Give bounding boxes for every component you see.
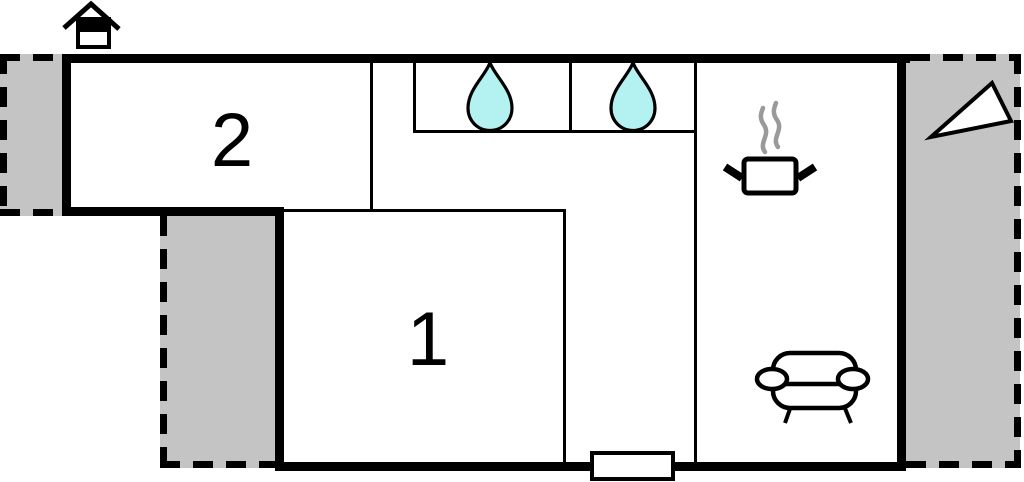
partition-bathroom-bottom bbox=[413, 130, 697, 133]
partition-bathroom-left bbox=[413, 63, 416, 133]
triangle-marker-icon bbox=[924, 79, 1014, 141]
partition-bathroom-divider bbox=[569, 63, 572, 133]
room-label-2: 2 bbox=[210, 98, 254, 183]
partition-room1-top bbox=[284, 209, 566, 212]
terrace-middle-dashed-edge-bottom bbox=[160, 461, 276, 468]
steam-icon bbox=[771, 100, 782, 150]
terrace-left-dashed-edge-bottom bbox=[0, 209, 62, 216]
partition-room1-right bbox=[563, 209, 566, 462]
water-drop-icon-1 bbox=[466, 61, 514, 132]
room-label-1: 1 bbox=[406, 297, 450, 382]
wall-exterior-right bbox=[897, 54, 906, 471]
terrace-left-dashed-edge-top bbox=[0, 54, 62, 61]
partition-livingroom-left bbox=[694, 63, 697, 462]
steam-icon bbox=[758, 105, 769, 155]
terrace-right-dashed-edge-right bbox=[1014, 54, 1021, 468]
wall-exterior-top bbox=[62, 54, 910, 63]
terrace-middle bbox=[160, 216, 275, 468]
terrace-middle-dashed-edge-left bbox=[160, 216, 167, 468]
terrace-right-dashed-edge-bottom bbox=[906, 461, 1020, 468]
partition-room2-right bbox=[370, 63, 373, 212]
water-drop-icon-2 bbox=[609, 61, 657, 132]
sofa-icon bbox=[754, 350, 871, 424]
cooking-pot-icon bbox=[722, 100, 818, 196]
terrace-left bbox=[0, 54, 62, 216]
terrace-left-dashed-edge-left bbox=[0, 54, 7, 216]
wall-room1-left bbox=[275, 207, 284, 471]
terrace-right-dashed-edge-top bbox=[910, 54, 1020, 61]
wall-exterior-left bbox=[62, 54, 71, 216]
entrance-door bbox=[590, 451, 675, 481]
house-entrance-icon bbox=[62, 0, 121, 49]
wall-room2-bottom bbox=[62, 207, 284, 216]
